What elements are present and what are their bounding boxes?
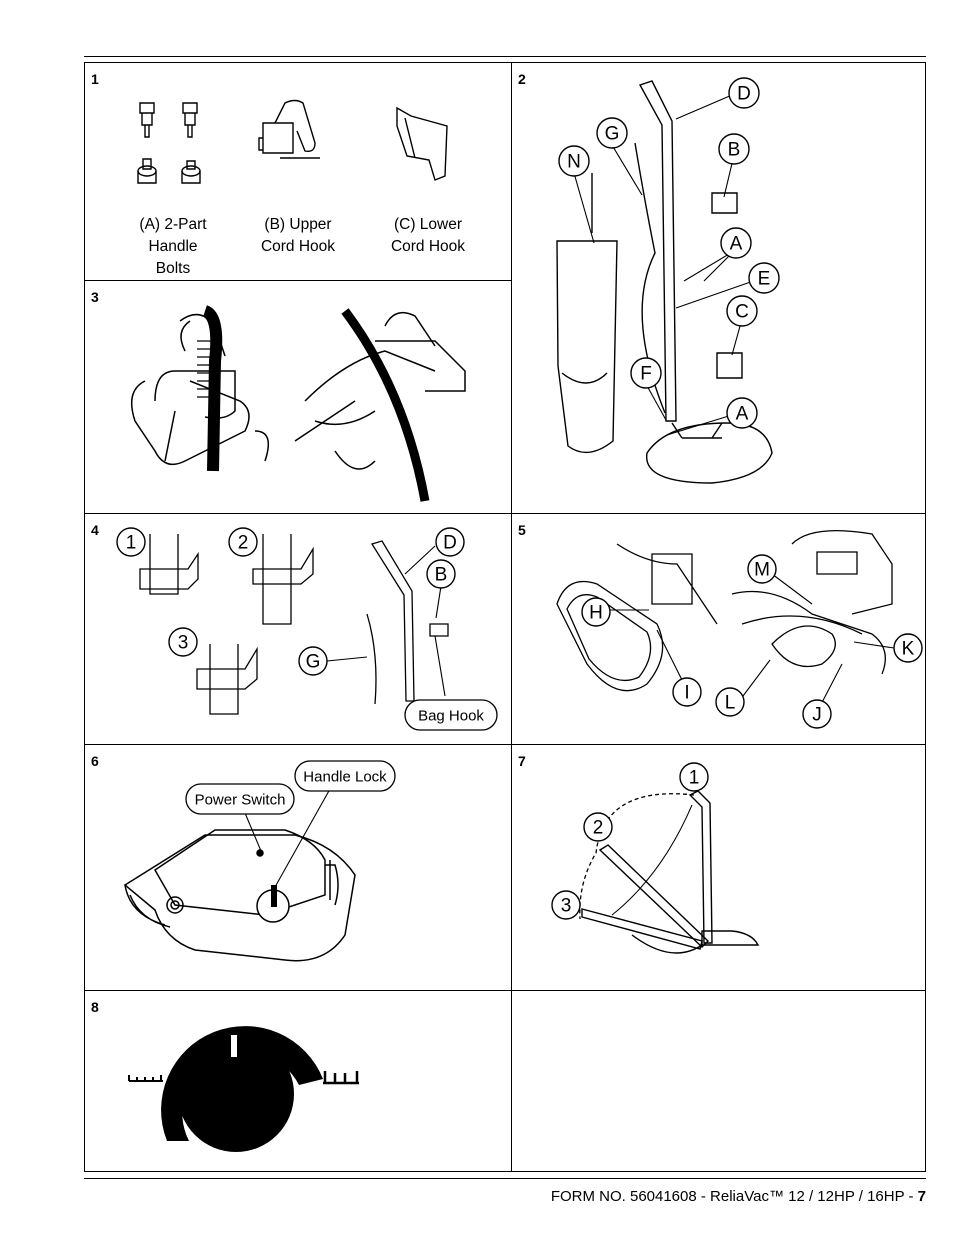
panel-4-bag-hook: 4 1 2 3 D B G Bag Hook: [84, 513, 512, 745]
panel-number: 2: [518, 71, 526, 87]
power-switch-pill: [185, 783, 295, 815]
page-number: 7: [917, 1188, 926, 1205]
callout-label: G: [306, 652, 321, 673]
panel-empty: [511, 990, 926, 1172]
bag-hook-pill: [404, 699, 498, 731]
handle-lock-pill: [294, 760, 396, 792]
position-label: 3: [561, 896, 572, 917]
callout-label: G: [605, 124, 620, 145]
upper-cord-hook-illustration: [258, 99, 320, 159]
handle-lock-label: Handle Lock: [303, 769, 387, 786]
caption-line: (A) 2-Part: [139, 216, 207, 233]
caption-line: Handle: [148, 238, 197, 255]
callout-label: L: [725, 693, 736, 714]
base-illustration: [646, 422, 773, 484]
callout-label: D: [737, 84, 751, 105]
caption-line: (C) Lower: [394, 216, 462, 233]
callout-leaders: [326, 545, 446, 697]
panel-8-height-dial: 8: [84, 990, 512, 1172]
caption-line: Cord Hook: [261, 238, 335, 255]
page-footer: FORM NO. 56041608 - ReliaVac™ 12 / 12HP …: [551, 1188, 926, 1205]
vacuum-base-illustration: Power Switch Handle Lock: [123, 760, 396, 962]
caption-line: (B) Upper: [264, 216, 331, 233]
lower-cord-hook-illustration: [396, 106, 448, 181]
callout-label: A: [730, 234, 743, 255]
handle-position-2: [598, 844, 710, 948]
base-housing: [123, 834, 356, 962]
scale-left: [128, 1075, 163, 1082]
handle-lock-icon: [271, 885, 277, 907]
panel-5-bag-install: 5 H I M K L J: [511, 513, 926, 745]
callout-label: B: [728, 140, 741, 161]
callout-label: E: [758, 269, 771, 290]
panel-3-cord-routing: 3: [84, 280, 512, 514]
callout-label: K: [902, 639, 915, 660]
handle-bolt-illustration: [137, 102, 201, 184]
panel-6-controls: 6 Power Switch Handle Lock: [84, 744, 512, 991]
bag-install-illustration: H I M K L J: [556, 530, 923, 729]
step-label: 1: [126, 533, 137, 554]
dial-pointer: [231, 1035, 237, 1057]
callout-circles: [558, 77, 780, 429]
handle-positions-illustration: 1 2 3: [551, 762, 760, 954]
caption-line: Bolts: [156, 260, 191, 277]
callout-leaders: [244, 788, 331, 888]
callout-label: A: [736, 404, 749, 425]
handle-position-1: [688, 790, 713, 944]
callout-label: I: [684, 683, 689, 704]
step-label: 3: [178, 633, 189, 654]
bottom-rule: [84, 1178, 926, 1179]
callout-circles: [551, 762, 709, 920]
panel-number: 8: [91, 999, 99, 1015]
callout-label: B: [435, 565, 448, 586]
scale-right: [323, 1071, 359, 1085]
callout-label: J: [812, 705, 822, 726]
panel-number: 7: [518, 753, 526, 769]
bag-hook-illustration: 1 2 3 D B G Bag Hook: [116, 527, 498, 731]
panel-1-parts: 1 (A) 2-Part Handle Bolts (B) Upper Cord: [84, 62, 512, 281]
form-number: FORM NO. 56041608 - ReliaVac™ 12 / 12HP …: [550, 1188, 918, 1205]
parts-illustration: (A) 2-Part Handle Bolts (B) Upper Cord H…: [137, 99, 465, 277]
callout-label: M: [754, 560, 770, 581]
callout-label: H: [589, 603, 603, 624]
callout-circles: [581, 554, 923, 729]
position-label: 2: [593, 818, 604, 839]
callout-label: F: [640, 364, 652, 385]
dial-knob: [178, 1036, 294, 1152]
panel-number: 1: [91, 71, 99, 87]
top-rule: [84, 56, 926, 57]
panel-7-handle-positions: 7 1 2 3: [511, 744, 926, 991]
base-silhouette: [701, 930, 760, 946]
panel-number: 4: [91, 522, 99, 538]
power-switch-label: Power Switch: [195, 792, 286, 809]
callout-label: C: [735, 302, 749, 323]
panel-number: 6: [91, 753, 99, 769]
cord-hook-hands-illustration: [130, 305, 466, 502]
callout-label: N: [567, 152, 581, 173]
panel-number: 3: [91, 289, 99, 305]
callout-circles: [116, 527, 465, 676]
bag-hook-label: Bag Hook: [418, 708, 484, 725]
vacuum-assembly-illustration: D G N B A E C F A: [556, 77, 780, 484]
caption-line: Cord Hook: [391, 238, 465, 255]
handle-tube: [370, 540, 415, 702]
handle-tube: [638, 80, 677, 422]
bag-collar: [556, 580, 664, 692]
step-label: 2: [238, 533, 249, 554]
position-label: 1: [689, 768, 700, 789]
panel-number: 5: [518, 522, 526, 538]
bag-illustration: [556, 240, 618, 454]
panel-2-assembly: 2 D G N B A E: [511, 62, 926, 514]
callout-label: D: [443, 533, 457, 554]
height-dial-illustration: [128, 1026, 359, 1152]
